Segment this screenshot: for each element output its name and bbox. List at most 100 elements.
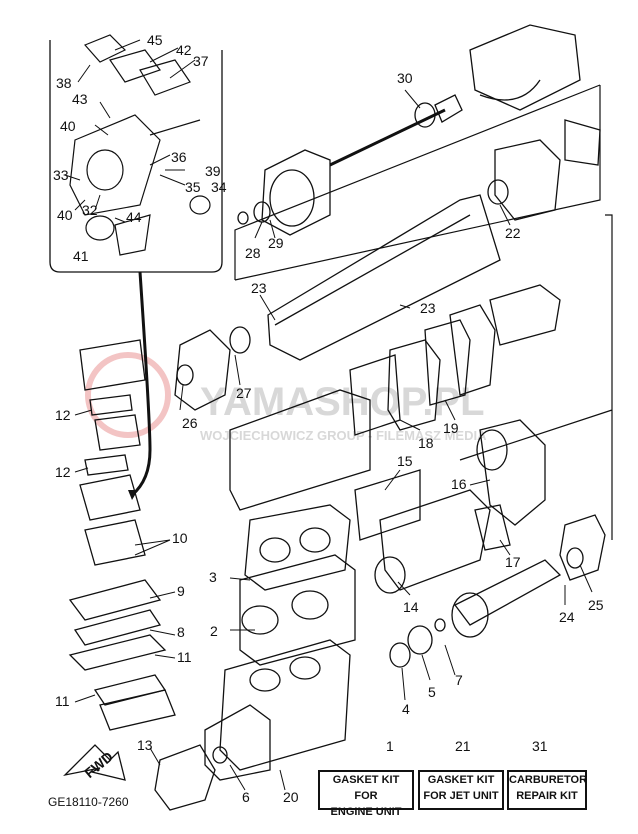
- callout-34: 34: [211, 179, 227, 195]
- callout-30: 30: [397, 70, 413, 86]
- inset-cover: [83, 34, 127, 63]
- callout-10: 10: [172, 530, 188, 546]
- drive-coupling: [559, 514, 606, 581]
- kit-box-jet-line2: FOR JET UNIT: [423, 790, 499, 802]
- crankcase-bore-1: [249, 668, 281, 692]
- seal-22: [487, 179, 509, 205]
- callout-8: 8: [177, 624, 185, 640]
- callout-44: 44: [126, 209, 142, 225]
- callout-45: 45: [147, 32, 163, 48]
- callout-12-upper: 12: [55, 407, 71, 423]
- callout-35: 35: [185, 179, 201, 195]
- jet-unit-frame: [234, 84, 601, 281]
- kit-box-carburetor: CARBURETOR REPAIR KIT: [507, 770, 587, 810]
- callout-36: 36: [171, 149, 187, 165]
- callout-25: 25: [588, 597, 604, 613]
- callout-19: 19: [443, 420, 459, 436]
- cylinder-head: [244, 504, 351, 591]
- seal-26: [176, 364, 194, 386]
- callout-43: 43: [72, 91, 88, 107]
- gasket-11-upper: [68, 634, 167, 671]
- kit-box-carburetor-line1: CARBURETOR: [509, 774, 588, 786]
- magneto-cover: [154, 744, 216, 811]
- exhaust-chamber: [229, 389, 371, 511]
- kit-box-engine-line2: ENGINE UNIT: [330, 806, 402, 818]
- callout-42: 42: [176, 42, 192, 58]
- gasket-44: [114, 214, 151, 256]
- gasket-15: [354, 469, 421, 541]
- coupling-5: [407, 625, 433, 655]
- impeller-housing: [261, 149, 331, 236]
- impeller-blades: [564, 119, 601, 166]
- nozzle-part: [469, 24, 581, 111]
- stator-part: [494, 139, 561, 221]
- callout-26: 26: [182, 415, 198, 431]
- seal-25: [566, 547, 584, 569]
- callout-20: 20: [283, 789, 299, 805]
- callout-18: 18: [418, 435, 434, 451]
- cylinder-bore-1: [241, 605, 279, 635]
- o-ring-7: [434, 618, 446, 632]
- lower-jet-frame: [459, 214, 613, 540]
- callout-29: 29: [268, 235, 284, 251]
- oil-seal-6: [212, 746, 228, 764]
- callout-40-upper: 40: [60, 118, 76, 134]
- kit-box-engine-line1: GASKET KIT FOR: [332, 774, 400, 802]
- callout-39: 39: [205, 163, 221, 179]
- intake-duct-detail: [274, 214, 471, 326]
- head-chamber-2: [299, 527, 331, 553]
- callout-17: 17: [505, 554, 521, 570]
- callout-37: 37: [193, 53, 209, 69]
- kit-number-engine: 1: [386, 738, 394, 754]
- gasket-11-lower: [93, 674, 167, 706]
- gasket-12-upper: [89, 394, 133, 416]
- water-box: [479, 419, 546, 526]
- kit-box-jet-line1: GASKET KIT: [427, 774, 495, 786]
- callout-22: 22: [505, 225, 521, 241]
- seal-small: [237, 211, 249, 225]
- inset-diaphragm: [139, 59, 191, 96]
- callout-5: 5: [428, 684, 436, 700]
- gasket-17: [474, 504, 511, 551]
- callout-12-lower: 12: [55, 464, 71, 480]
- exhaust-elbow: [449, 304, 496, 396]
- callout-2: 2: [210, 623, 218, 639]
- callouts: 45 42 37 38 43 40 36 39 33 35 34 32 44 4…: [53, 32, 604, 805]
- fwd-arrow-shape: [63, 744, 126, 781]
- callout-23-left: 23: [251, 280, 267, 296]
- impeller-housing-bore: [269, 169, 315, 227]
- callout-11-left: 11: [55, 693, 70, 709]
- callout-4: 4: [402, 701, 410, 717]
- callout-9: 9: [177, 583, 185, 599]
- inset-gasket: [109, 49, 161, 83]
- drawing-code: GE18110-7260: [48, 795, 129, 809]
- kit-number-jet: 21: [455, 738, 471, 754]
- leader-lines: [64, 39, 593, 791]
- callout-32: 32: [82, 202, 98, 218]
- strainer-41: [85, 215, 115, 241]
- callout-41: 41: [73, 248, 89, 264]
- carburetor: [79, 474, 141, 521]
- head-chamber-1: [259, 537, 291, 563]
- carburetor-inset-frame: [49, 40, 223, 273]
- carburetor-body: [69, 114, 161, 216]
- bearing-housing: [414, 102, 436, 128]
- intermediate-part: [434, 94, 463, 123]
- carburetor-bore: [86, 149, 124, 191]
- inset-leader-arrow: [131, 271, 152, 497]
- callout-7: 7: [455, 672, 463, 688]
- coupling-4: [389, 642, 411, 668]
- bearing-housing-27: [174, 329, 231, 411]
- callout-13: 13: [137, 737, 153, 753]
- gasket-12-lower: [84, 454, 129, 476]
- exhaust-pipe: [489, 284, 561, 346]
- flame-arrester-cover: [79, 339, 146, 391]
- callout-33: 33: [53, 167, 69, 183]
- muffler: [379, 489, 491, 591]
- magneto-rotor: [451, 592, 489, 638]
- callout-15: 15: [397, 453, 413, 469]
- fwd-arrow: FWD: [63, 744, 126, 781]
- pump-part: [189, 195, 211, 215]
